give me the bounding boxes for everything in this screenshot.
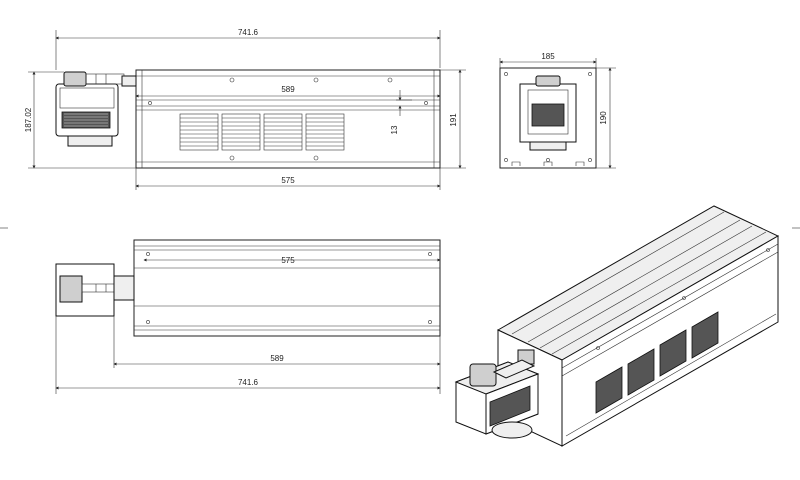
isometric-view xyxy=(454,205,780,447)
dim-body-length-plan: 589 xyxy=(270,354,284,363)
dim-body-height: 191 xyxy=(449,113,458,127)
side-body-outline xyxy=(135,69,441,169)
end-view: 185 190 xyxy=(499,52,616,169)
iso-vent-grille xyxy=(595,311,719,414)
dim-inner-length-plan: 575 xyxy=(281,256,295,265)
dim-base-length-top: 575 xyxy=(281,176,295,185)
iso-scan-head xyxy=(454,359,540,439)
dim-body-length-top: 589 xyxy=(281,85,295,94)
dim-end-width: 185 xyxy=(541,52,555,61)
dim-head-height: 187.02 xyxy=(24,107,33,132)
dim-rib-spacing: 13 xyxy=(390,125,399,134)
plan-view: 575 589 741.6 xyxy=(55,239,441,394)
dim-total-length-plan: 741.6 xyxy=(238,378,259,387)
side-scan-head xyxy=(55,71,137,147)
side-view: 741.6 589 575 187.02 191 13 xyxy=(24,28,466,190)
side-vent-grille xyxy=(179,113,345,151)
end-plate-outline xyxy=(499,67,597,169)
plan-body-outline xyxy=(133,239,441,337)
dim-end-height: 190 xyxy=(599,111,608,125)
dim-total-length-top: 741.6 xyxy=(238,28,259,37)
